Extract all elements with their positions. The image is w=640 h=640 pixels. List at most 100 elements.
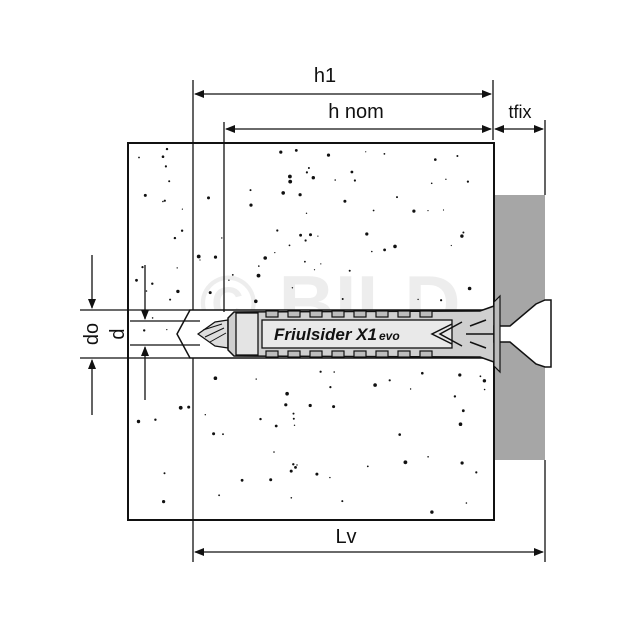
speck <box>196 254 201 259</box>
speck <box>304 260 306 263</box>
speck <box>461 409 465 413</box>
speck <box>222 433 224 436</box>
h1-label: h1 <box>314 65 336 87</box>
d-label: d <box>107 328 129 339</box>
concrete-aggregate-specks <box>135 147 487 514</box>
speck <box>319 370 322 373</box>
speck <box>151 317 154 319</box>
speck <box>256 273 261 278</box>
speck <box>288 179 293 184</box>
speck <box>164 165 167 168</box>
speck <box>218 494 221 497</box>
speck <box>249 189 252 192</box>
speck <box>135 278 138 282</box>
speck <box>221 237 223 239</box>
speck <box>163 472 166 475</box>
speck <box>288 174 292 179</box>
speck <box>430 182 433 185</box>
speck <box>212 432 216 436</box>
h-nom-label: h nom <box>328 101 384 123</box>
speck <box>427 456 429 458</box>
speck <box>434 158 437 161</box>
speck <box>309 233 312 237</box>
speck <box>178 405 183 410</box>
speck <box>281 191 286 195</box>
speck <box>176 289 180 294</box>
speck <box>353 179 356 182</box>
speck <box>284 403 288 407</box>
speck <box>348 269 351 272</box>
speck <box>460 461 464 465</box>
speck <box>326 153 331 157</box>
dowel-tooth <box>419 350 433 358</box>
dowel-tooth <box>397 310 411 318</box>
speck <box>269 478 273 482</box>
speck <box>213 255 218 259</box>
speck <box>231 274 234 276</box>
dowel-tooth <box>265 310 279 318</box>
dowel-tooth <box>397 350 411 358</box>
speck <box>138 156 140 159</box>
speck <box>343 199 347 203</box>
dowel-tooth <box>265 350 279 358</box>
speck <box>299 233 302 237</box>
speck <box>430 510 434 514</box>
dowel-tooth <box>309 350 323 358</box>
speck <box>292 463 295 466</box>
speck <box>475 471 478 474</box>
speck <box>291 287 294 289</box>
speck <box>292 412 295 415</box>
dowel-tooth <box>353 310 367 318</box>
dowel-tooth <box>331 350 345 358</box>
speck <box>289 469 293 473</box>
dowel-tooth <box>309 310 323 318</box>
screw-head <box>493 299 552 368</box>
speck <box>162 500 166 504</box>
speck <box>350 170 354 174</box>
speck <box>294 466 297 469</box>
speck <box>151 282 154 285</box>
speck <box>187 405 191 409</box>
speck <box>320 263 322 265</box>
speck <box>181 208 183 210</box>
speck <box>393 244 397 249</box>
speck <box>305 171 308 174</box>
speck <box>292 417 295 420</box>
speck <box>169 298 172 301</box>
speck <box>332 405 336 409</box>
speck <box>333 371 336 373</box>
speck <box>141 266 144 269</box>
speck <box>403 460 408 465</box>
dowel-tooth <box>287 310 301 318</box>
speck <box>421 371 424 375</box>
speck <box>365 232 369 236</box>
speck <box>207 196 210 200</box>
speck <box>290 497 293 499</box>
speck <box>329 476 331 479</box>
speck <box>341 298 344 300</box>
speck <box>168 180 171 183</box>
speck <box>417 298 419 301</box>
speck <box>298 193 302 197</box>
speck <box>409 388 412 390</box>
speck <box>460 234 464 238</box>
speck <box>293 424 296 426</box>
dowel-tooth <box>375 350 389 358</box>
speck <box>398 433 402 436</box>
speck <box>308 403 312 408</box>
speck <box>279 150 283 154</box>
speck <box>274 424 278 428</box>
speck <box>165 147 169 151</box>
speck <box>259 417 262 421</box>
speck <box>274 252 276 254</box>
speck <box>307 167 310 169</box>
speck <box>334 179 337 181</box>
speck <box>173 236 177 240</box>
speck <box>453 395 457 398</box>
speck <box>304 239 307 242</box>
speck <box>383 153 386 155</box>
extension-lines <box>80 80 546 562</box>
speck <box>371 250 373 253</box>
speck <box>483 388 486 391</box>
